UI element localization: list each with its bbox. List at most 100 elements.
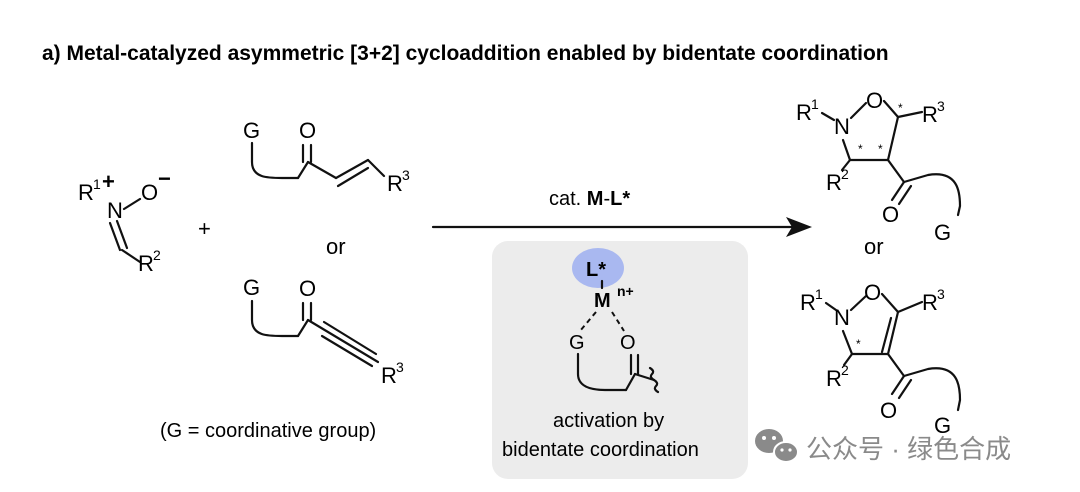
product-isoxazolidine: R 1 N O * R 3 * * R 2 O G: [796, 88, 962, 245]
p2-chain: [902, 367, 962, 412]
catalyst-label: cat. M-L*: [549, 188, 630, 210]
enone-c-co: [296, 160, 310, 180]
p1-c4-star: *: [878, 142, 883, 156]
nitrone-plus-charge: +: [102, 169, 115, 194]
enone-structure: G O R 3: [243, 118, 410, 196]
p1-r1-superscript: 1: [811, 96, 819, 112]
activation-caption-line2: bidentate coordination: [502, 439, 699, 461]
nitrone-r2: R: [138, 251, 154, 276]
ynone-alkyne-b: [322, 320, 378, 356]
activation-g: G: [569, 332, 585, 354]
activation-box-background: [492, 241, 748, 479]
p2-o: O: [864, 280, 881, 305]
p2-c4-co-bond: [886, 352, 906, 378]
activation-box: L* M n+ G O activation by bidentate coor…: [492, 241, 748, 479]
nitrone-r2-superscript: 2: [153, 247, 161, 263]
wechat-watermark: 公众号 · 绿色合成: [755, 429, 1011, 464]
p1-co-a: [890, 180, 906, 202]
p1-r2: R: [826, 170, 842, 195]
enone-chain: [250, 141, 300, 180]
nitrone-r1: R: [78, 180, 94, 205]
p1-c3-r2-bond: [840, 158, 852, 172]
nitrone-structure: R 1 + N O − R 2: [78, 166, 171, 276]
ynone-r3-superscript: 3: [396, 359, 404, 375]
p2-r1-n-bond: [824, 301, 838, 312]
scheme-title: a) Metal-catalyzed asymmetric [3+2] cycl…: [42, 42, 889, 65]
enone-c-c: [306, 160, 338, 180]
metal-charge: n+: [617, 283, 634, 299]
p1-o-c5-bond: [882, 99, 900, 119]
nitrone-n: N: [107, 198, 123, 223]
activation-o: O: [620, 332, 636, 354]
reaction-arrow: [431, 217, 812, 237]
ynone-alkyne-a: [306, 318, 380, 364]
ynone-alkyne-c: [320, 334, 374, 368]
p1-co-b: [897, 184, 913, 206]
p1-c5-c4-bond: [886, 115, 900, 162]
p1-n: N: [834, 114, 850, 139]
p2-c3-r2-bond: [842, 352, 854, 367]
product-isoxazoline: R 1 N O R 3 * R 2 O G: [800, 280, 962, 438]
p1-r1-n-bond: [820, 111, 836, 122]
p2-n: N: [834, 305, 850, 330]
ligand-label: L*: [586, 259, 606, 281]
p2-r3: R: [922, 290, 938, 315]
p2-o-c5-bond: [880, 292, 900, 314]
metal-g-coordination: [579, 311, 597, 332]
watermark-text: 公众号 · 绿色合成: [806, 434, 1011, 464]
p2-r1: R: [800, 290, 816, 315]
p2-c3-star: *: [856, 337, 861, 351]
bond-n-c-b: [115, 219, 129, 250]
activation-c-co: [624, 372, 637, 392]
ynone-chain: [250, 299, 300, 338]
ynone-r3: R: [381, 363, 397, 388]
p2-c5-r3-bond: [896, 300, 924, 314]
p2-c5-c4-bond-a: [886, 310, 900, 356]
p1-r2-superscript: 2: [841, 166, 849, 182]
p1-carbonyl-o: O: [882, 202, 899, 227]
enone-alkene-a: [334, 158, 370, 180]
bond-c-r2: [120, 248, 142, 264]
p2-g: G: [934, 413, 951, 438]
activation-chain: [576, 352, 628, 392]
p2-r2-superscript: 2: [841, 362, 849, 378]
p1-c5-r3-bond: [896, 110, 924, 119]
p1-o: O: [866, 88, 883, 113]
nitrone-r1-superscript: 1: [93, 176, 101, 192]
metal-label: M: [594, 290, 611, 312]
p2-r3-superscript: 3: [937, 286, 945, 302]
or-products: or: [864, 234, 884, 259]
ligand-blob: [572, 248, 624, 288]
enone-alkene-b: [336, 166, 370, 188]
p2-n-c3-bond: [841, 329, 854, 356]
p2-co-b: [897, 378, 913, 400]
activation-caption-line1: activation by: [553, 410, 664, 432]
ynone-c-co: [296, 318, 310, 338]
plus-sign: +: [198, 216, 211, 241]
ynone-g: G: [243, 275, 260, 300]
p1-c4-co-bond: [886, 158, 906, 184]
arrow-head: [786, 217, 812, 237]
bond-n-o: [122, 197, 142, 211]
or-reagents: or: [326, 234, 346, 259]
p1-g: G: [934, 220, 951, 245]
enone-o: O: [299, 118, 316, 143]
p2-r2: R: [826, 366, 842, 391]
p1-r1: R: [796, 100, 812, 125]
enone-r3: R: [387, 171, 403, 196]
activation-c-wavy: [633, 372, 656, 382]
p1-r3-superscript: 3: [937, 98, 945, 114]
enone-c-r3: [366, 158, 386, 178]
enone-r3-superscript: 3: [402, 167, 410, 183]
p2-co-a: [890, 374, 906, 396]
coordinative-group-note: (G = coordinative group): [160, 420, 376, 442]
ynone-structure: G O R 3: [243, 275, 404, 388]
p2-n-o-bond: [849, 294, 868, 312]
ynone-o: O: [299, 276, 316, 301]
metal-o-coordination: [611, 311, 625, 332]
p1-chain: [902, 173, 962, 217]
p1-n-o-bond: [849, 101, 868, 120]
wavy-bond: [648, 366, 660, 394]
nitrone-minus-charge: −: [158, 166, 171, 191]
